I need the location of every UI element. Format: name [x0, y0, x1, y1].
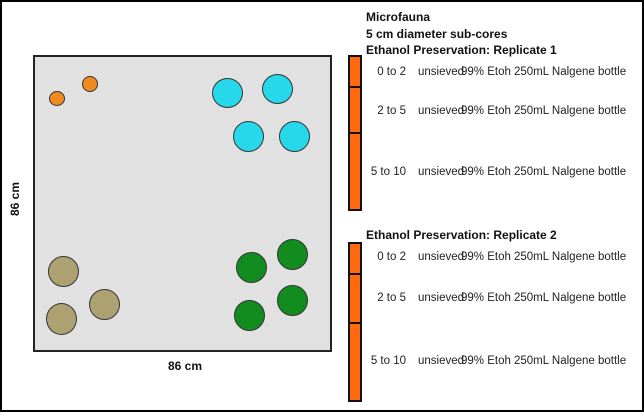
sieve-label: unsieved	[418, 292, 465, 304]
container-label: 250mL Nalgene bottle	[514, 105, 627, 117]
sieve-label: unsieved	[418, 105, 465, 117]
subtitle-core-size: 5 cm diameter sub-cores	[366, 27, 508, 41]
plot-area	[33, 55, 332, 352]
x-dimension-label: 86 cm	[167, 359, 203, 373]
preservative-label: 99% Etoh	[461, 355, 511, 367]
segment-divider	[348, 86, 362, 88]
depth-label: 2 to 5	[377, 105, 406, 117]
sieve-label: unsieved	[418, 355, 465, 367]
container-label: 250mL Nalgene bottle	[514, 292, 627, 304]
core-orange	[49, 91, 65, 106]
core-tan	[48, 256, 79, 287]
sieve-label: unsieved	[418, 166, 465, 178]
core-tan	[46, 303, 77, 335]
replicate-2-title: Ethanol Preservation: Replicate 2	[366, 228, 557, 242]
core-cyan	[279, 121, 310, 152]
core-orange	[82, 76, 98, 92]
preservative-label: 99% Etoh	[461, 166, 511, 178]
container-label: 250mL Nalgene bottle	[514, 66, 627, 78]
core-green	[277, 285, 308, 316]
depth-label: 0 to 2	[377, 66, 406, 78]
preservative-label: 99% Etoh	[461, 251, 511, 263]
depth-label: 5 to 10	[370, 355, 406, 367]
container-label: 250mL Nalgene bottle	[514, 355, 627, 367]
preservative-label: 99% Etoh	[461, 292, 511, 304]
core-cyan	[262, 74, 293, 104]
sieve-label: unsieved	[418, 251, 465, 263]
segment-divider	[348, 273, 362, 275]
sieve-label: unsieved	[418, 66, 465, 78]
core-green	[234, 300, 265, 331]
core-cyan	[212, 78, 243, 108]
container-label: 250mL Nalgene bottle	[514, 166, 627, 178]
core-cyan	[233, 121, 264, 152]
replicate-1-title: Ethanol Preservation: Replicate 1	[366, 43, 557, 57]
core-tan	[89, 289, 120, 320]
depth-label: 0 to 2	[377, 251, 406, 263]
segment-divider	[348, 132, 362, 134]
title-microfauna: Microfauna	[366, 10, 431, 24]
container-label: 250mL Nalgene bottle	[514, 251, 627, 263]
preservative-label: 99% Etoh	[461, 105, 511, 117]
y-dimension-label: 86 cm	[8, 181, 22, 217]
segment-divider	[348, 322, 362, 324]
preservative-label: 99% Etoh	[461, 66, 511, 78]
depth-label: 5 to 10	[370, 166, 406, 178]
core-green	[277, 239, 308, 270]
depth-label: 2 to 5	[377, 292, 406, 304]
core-green	[236, 252, 267, 283]
